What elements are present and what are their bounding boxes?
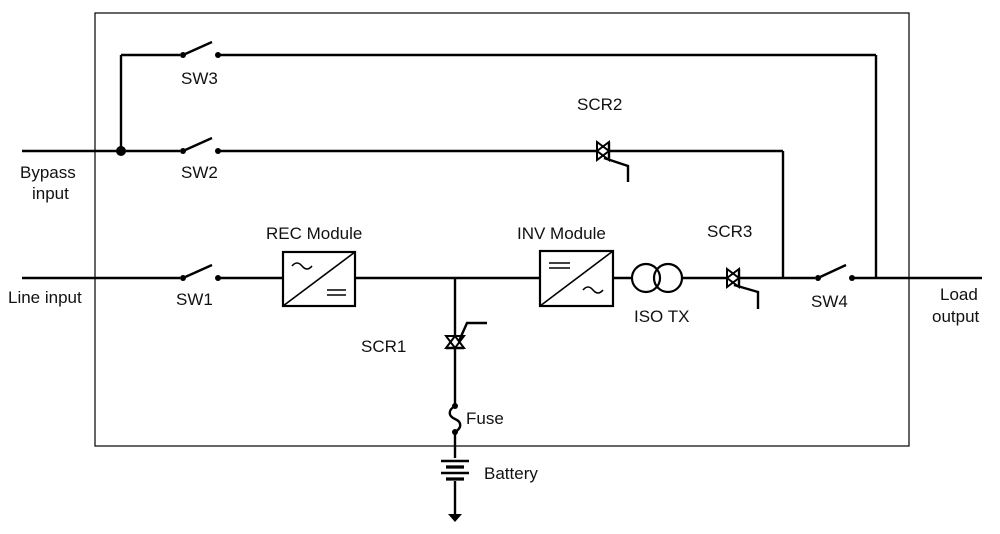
scr2-symbol <box>595 140 630 182</box>
rec-module-label: REC Module <box>266 224 363 243</box>
sw2-label: SW2 <box>181 163 218 182</box>
scr2-to-sw4-line <box>609 149 785 278</box>
line-input-label: Line input <box>8 288 82 307</box>
iso-tx-label: ISO TX <box>634 307 690 326</box>
sw3-to-output-line <box>218 53 878 278</box>
inv-module-box <box>538 249 615 308</box>
sw2-switch <box>180 136 221 154</box>
sw4-switch <box>815 263 855 281</box>
sw1-switch <box>180 263 221 281</box>
battery-label: Battery <box>484 464 538 483</box>
scr1-label: SCR1 <box>361 337 407 356</box>
sw4-label: SW4 <box>811 292 848 311</box>
scr3-symbol <box>725 267 760 309</box>
sw3-switch <box>180 40 221 58</box>
sw3-label: SW3 <box>181 69 218 88</box>
ups-enclosure <box>94 12 910 447</box>
load-output-label-line2: output <box>932 307 980 326</box>
scr1-symbol <box>444 321 487 350</box>
sw3-line <box>119 53 180 151</box>
ground-symbol <box>448 481 462 522</box>
iso-tx-symbol <box>630 262 684 294</box>
rec-module-box <box>281 250 357 308</box>
scr2-label: SCR2 <box>577 95 623 114</box>
fuse-label: Fuse <box>466 409 504 428</box>
fuse-symbol <box>448 403 462 435</box>
battery-symbol <box>441 459 469 481</box>
scr3-label: SCR3 <box>707 222 753 241</box>
bypass-line <box>22 146 180 156</box>
sw1-label: SW1 <box>176 290 213 309</box>
bypass-input-label-line1: Bypass <box>20 163 76 182</box>
inv-module-label: INV Module <box>517 224 606 243</box>
load-output-label-line1: Load <box>940 285 978 304</box>
bypass-input-label-line2: input <box>32 184 69 203</box>
